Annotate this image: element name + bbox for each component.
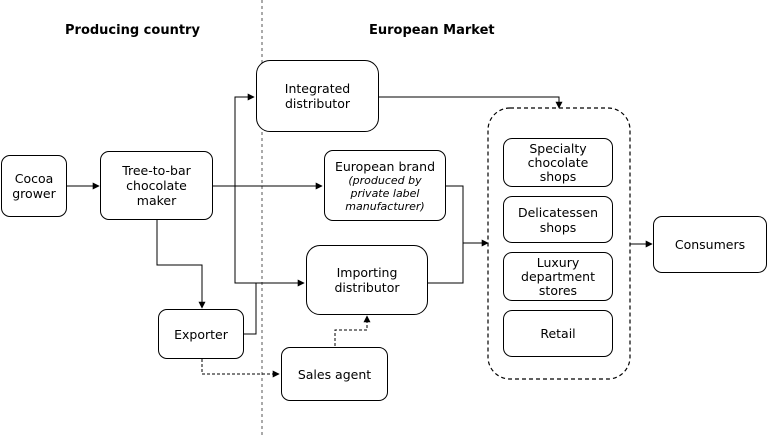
node-note: (produced by	[348, 173, 422, 187]
node-tree-to-bar-maker: Tree-to-bar chocolate maker	[100, 151, 213, 220]
node-consumers: Consumers	[653, 216, 767, 273]
node-label: Consumers	[674, 237, 746, 252]
node-importing-distributor: Importing distributor	[306, 245, 428, 315]
arrow-agent-to-importer	[334, 315, 371, 346]
node-label: grower	[12, 186, 56, 201]
node-label: chocolate	[527, 154, 589, 170]
heading-producing-country: Producing country	[65, 23, 200, 38]
arrow-maker-to-importer	[234, 186, 305, 287]
node-label: distributor	[285, 96, 350, 111]
node-label: Importing	[336, 265, 398, 280]
node-cocoa-grower: Cocoa grower	[1, 155, 67, 217]
node-label: Retail	[540, 326, 576, 341]
node-label: shops	[539, 168, 577, 184]
node-sales-agent: Sales agent	[281, 347, 388, 401]
node-integrated-distributor: Integrated distributor	[256, 60, 379, 132]
node-label: Exporter	[174, 326, 228, 342]
line-exporter-to-importer	[244, 283, 257, 335]
arrow-maker-to-integrated	[213, 93, 255, 187]
arrow-maker-to-exporter	[156, 220, 206, 309]
node-label: Tree-to-bar	[122, 163, 191, 178]
node-label: Delicatessen	[517, 204, 599, 220]
node-label: department	[521, 268, 595, 284]
node-exporter: Exporter	[158, 309, 244, 359]
arrow-brand-to-retail	[446, 185, 464, 243]
node-label: Cocoa	[14, 171, 54, 186]
arrow-importer-to-retail	[428, 239, 489, 284]
node-specialty-chocolate-shops: Specialty chocolate shops	[503, 138, 613, 187]
node-luxury-department-stores: Luxury department stores	[503, 252, 613, 301]
node-delicatessen-shops: Delicatessen shops	[503, 196, 613, 243]
node-label: Luxury	[536, 254, 580, 270]
node-label: European brand	[334, 158, 436, 174]
node-label: chocolate	[126, 178, 187, 193]
node-label: shops	[539, 219, 577, 235]
node-note: manufacturer)	[345, 199, 425, 213]
node-label: Sales agent	[297, 366, 372, 382]
node-label: Specialty	[529, 140, 587, 156]
arrow-exporter-to-agent	[201, 359, 280, 378]
node-european-brand: European brand (produced by private labe…	[324, 150, 446, 221]
node-label: stores	[538, 282, 578, 298]
node-label: maker	[136, 193, 177, 208]
node-note: private label	[350, 186, 420, 200]
arrow-integrated-to-retail	[379, 96, 563, 109]
node-label: Integrated	[284, 81, 351, 96]
heading-european-market: European Market	[369, 23, 495, 38]
node-label: distributor	[334, 280, 400, 295]
node-retail: Retail	[503, 310, 613, 357]
